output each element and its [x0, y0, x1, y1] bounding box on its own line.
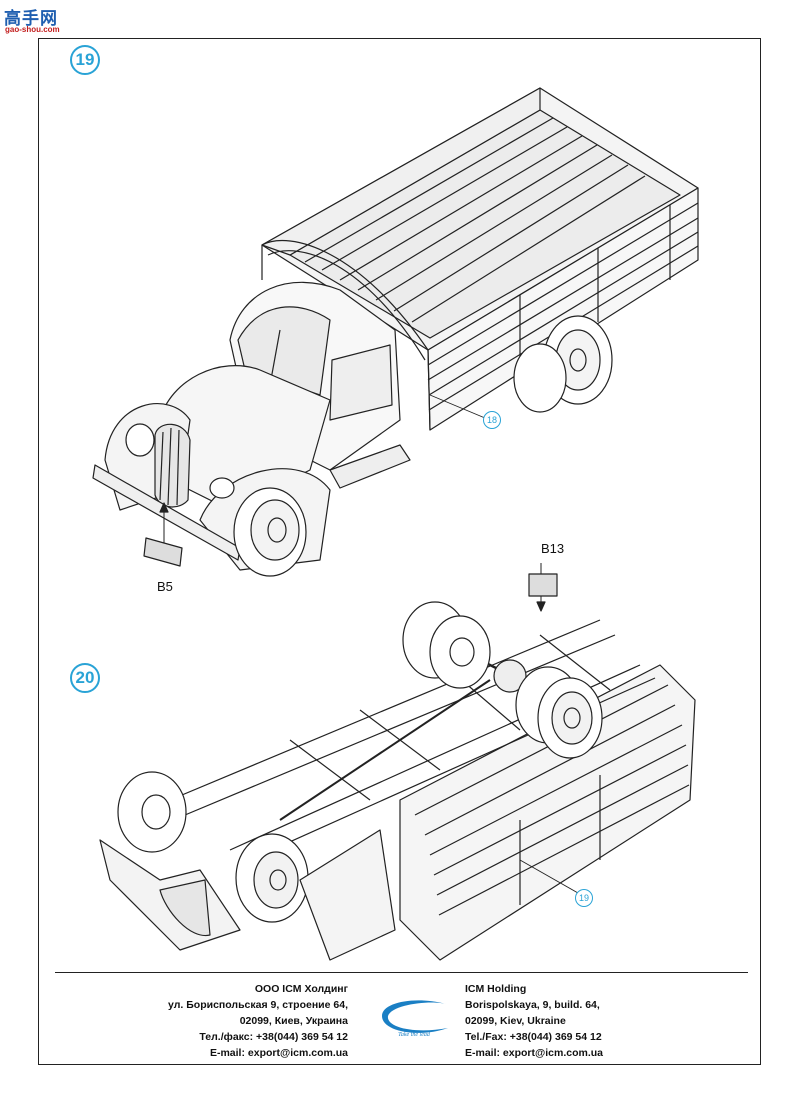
icm-logo-text: ICM: [402, 1007, 430, 1024]
contact-en-company: ICM Holding: [465, 983, 527, 995]
contact-en-phone: Tel./Fax: +38(044) 369 54 12: [465, 1031, 602, 1043]
contact-block-en: ICM Holding Borispolskaya, 9, build. 64,…: [465, 981, 603, 1061]
contact-ru-phone: Тел./факс: +38(044) 369 54 12: [199, 1031, 348, 1043]
contact-block-ru: ООО ICM Холдинг ул. Бориспольская 9, стр…: [168, 981, 348, 1061]
watermark-url: gao-shou.com: [5, 25, 60, 34]
watermark-logo: 高手网: [4, 9, 58, 29]
step-19-badge: 19: [70, 45, 100, 75]
part-19-callout: 19: [575, 889, 593, 907]
part-b13-label: B13: [541, 541, 565, 556]
watermark: 高手网 gao-shou.com: [4, 4, 74, 36]
page-frame: [38, 38, 761, 1065]
part-b5-label: B5: [157, 579, 173, 594]
icm-logo-tagline: Take the lead: [398, 1032, 431, 1038]
contact-ru-street: ул. Бориспольская 9, строение 64,: [168, 999, 348, 1011]
step-20-badge: 20: [70, 663, 100, 693]
contact-en-street: Borispolskaya, 9, build. 64,: [465, 999, 600, 1011]
footer-divider: [55, 972, 748, 973]
contact-ru-email: E-mail: export@icm.com.ua: [209, 1047, 348, 1059]
icm-logo: ICM Take the lead: [382, 1000, 448, 1038]
contact-en-city: 02099, Kiev, Ukraine: [465, 1015, 566, 1027]
part-18-callout: 18: [483, 411, 501, 429]
contact-en-email: E-mail: export@icm.com.ua: [465, 1047, 604, 1059]
truck-underside-drawing: [99, 563, 696, 961]
contact-ru-city: 02099, Киев, Украина: [239, 1015, 348, 1027]
contact-ru-company: ООО ICM Холдинг: [254, 983, 348, 995]
truck-upright-drawing: [92, 87, 699, 577]
